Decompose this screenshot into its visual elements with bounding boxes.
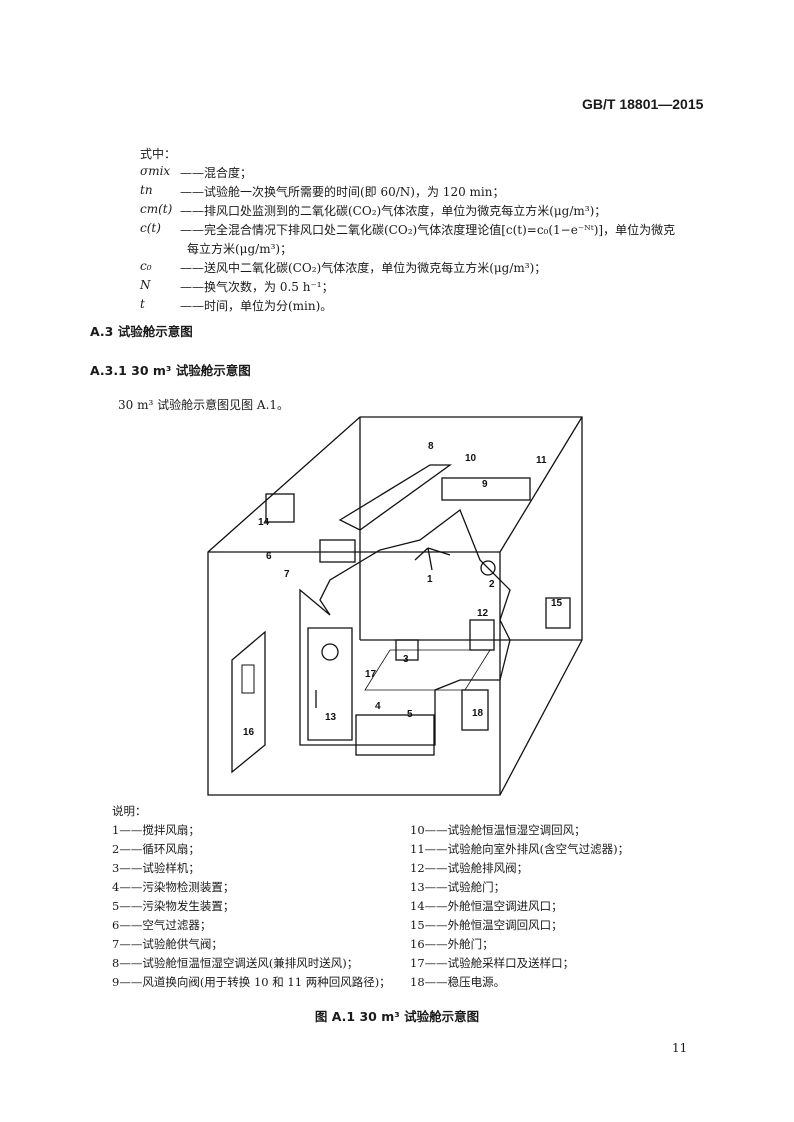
term-desc-cont: 每立方米(μg/m³)； (187, 242, 293, 256)
legend-item: 7——试验舱供气阀； (112, 937, 223, 951)
supply-duct (338, 464, 453, 531)
legend-item: 13——试验舱门； (410, 880, 506, 894)
callout-17: 17 (365, 669, 377, 680)
legend-item: 4——污染物检测装置； (112, 880, 235, 894)
legend-item: 12——试验舱排风阀； (410, 861, 529, 875)
term-desc: ——完全混合情况下排风口处二氧化碳(CO₂)气体浓度理论值[c(t)=c₀(1−… (180, 223, 676, 237)
legend-item: 3——试验样机； (112, 861, 200, 875)
body-text: 30 m³ 试验舱示意图见图 A.1。 (118, 398, 290, 412)
term-symbol: cm(t) (140, 202, 173, 216)
legend-item: 16——外舱门； (410, 937, 494, 951)
outer-door (231, 630, 266, 774)
term-symbol: t (140, 297, 145, 311)
legend-item: 17——试验舱采样口及送样口； (410, 956, 575, 970)
callout-2: 2 (489, 579, 495, 590)
legend-item: 9——风道换向阀(用于转换 10 和 11 两种回风路径)； (112, 975, 391, 989)
legend-item: 2——循环风扇； (112, 842, 200, 856)
legend-title: 说明： (112, 804, 147, 818)
figure-caption: 图 A.1 30 m³ 试验舱示意图 (314, 1009, 480, 1024)
callout-16: 16 (243, 727, 255, 738)
callout-9: 9 (482, 479, 488, 490)
formula-intro: 式中： (140, 147, 177, 161)
term-desc: ——送风中二氧化碳(CO₂)气体浓度，单位为微克每立方米(μg/m³)； (180, 261, 547, 275)
legend-item: 18——稳压电源。 (410, 975, 506, 989)
floor-grid (364, 649, 491, 691)
exhaust-valve (469, 619, 495, 651)
callout-5: 5 (407, 709, 413, 720)
callout-10: 10 (465, 453, 477, 464)
callout-15: 15 (551, 598, 563, 609)
term-desc: ——试验舱一次换气所需要的时间(即 60/N)，为 120 min； (180, 185, 505, 199)
callout-11: 11 (536, 455, 547, 466)
legend-item: 8——试验舱恒温恒湿空调送风(兼排风时送风)； (112, 956, 359, 970)
stirring-fan (414, 547, 451, 571)
air-filter (319, 539, 356, 563)
term-symbol: tn (140, 183, 153, 197)
outer-chamber (207, 416, 583, 796)
standard-code: GB/T 18801—2015 (582, 96, 704, 112)
term-desc: ——时间，单位为分(min)。 (180, 299, 333, 313)
legend-item: 10——试验舱恒温恒湿空调回风； (410, 823, 586, 837)
power-supply (461, 689, 489, 731)
inlet-vent (265, 493, 295, 523)
circulation-fan (480, 560, 496, 576)
term-symbol: N (140, 278, 151, 292)
callout-3: 3 (403, 654, 409, 665)
legend-item: 15——外舱恒温空调回风口； (410, 918, 563, 932)
test-chamber-diagram: 8 10 11 9 14 6 7 1 2 15 12 3 17 4 5 18 1… (207, 416, 583, 796)
test-bench (355, 714, 435, 756)
callout-6: 6 (266, 551, 272, 562)
term-desc: ——排风口处监测到的二氧化碳(CO₂)气体浓度，单位为微克每立方米(μg/m³)… (180, 204, 607, 218)
term-symbol: σmix (140, 164, 171, 178)
callout-7: 7 (284, 569, 290, 580)
page-number: 11 (672, 1041, 688, 1055)
term-symbol: c₀ (140, 259, 152, 273)
legend-item: 6——空气过滤器； (112, 918, 212, 932)
legend-item: 1——搅拌风扇； (112, 823, 200, 837)
callout-18: 18 (472, 708, 484, 719)
callout-12: 12 (477, 608, 489, 619)
term-desc: ——混合度； (180, 166, 253, 180)
legend-item: 14——外舱恒温空调进风口； (410, 899, 563, 913)
inner-door (307, 627, 353, 741)
section-heading-a3: A.3 试验舱示意图 (90, 324, 193, 339)
callout-4: 4 (375, 701, 381, 712)
callout-8: 8 (428, 441, 434, 452)
legend-item: 11——试验舱向室外排风(含空气过滤器)； (410, 842, 630, 856)
callout-1: 1 (427, 574, 433, 585)
return-vent (545, 597, 571, 629)
callout-13: 13 (325, 712, 337, 723)
callout-14: 14 (258, 517, 270, 528)
term-symbol: c(t) (140, 221, 161, 235)
section-heading-a31: A.3.1 30 m³ 试验舱示意图 (90, 363, 251, 378)
legend-item: 5——污染物发生装置； (112, 899, 235, 913)
inner-chamber (265, 464, 571, 756)
diverter-valve (441, 477, 531, 501)
sample-machine (395, 639, 419, 661)
term-desc: ——换气次数，为 0.5 h⁻¹； (180, 280, 334, 294)
